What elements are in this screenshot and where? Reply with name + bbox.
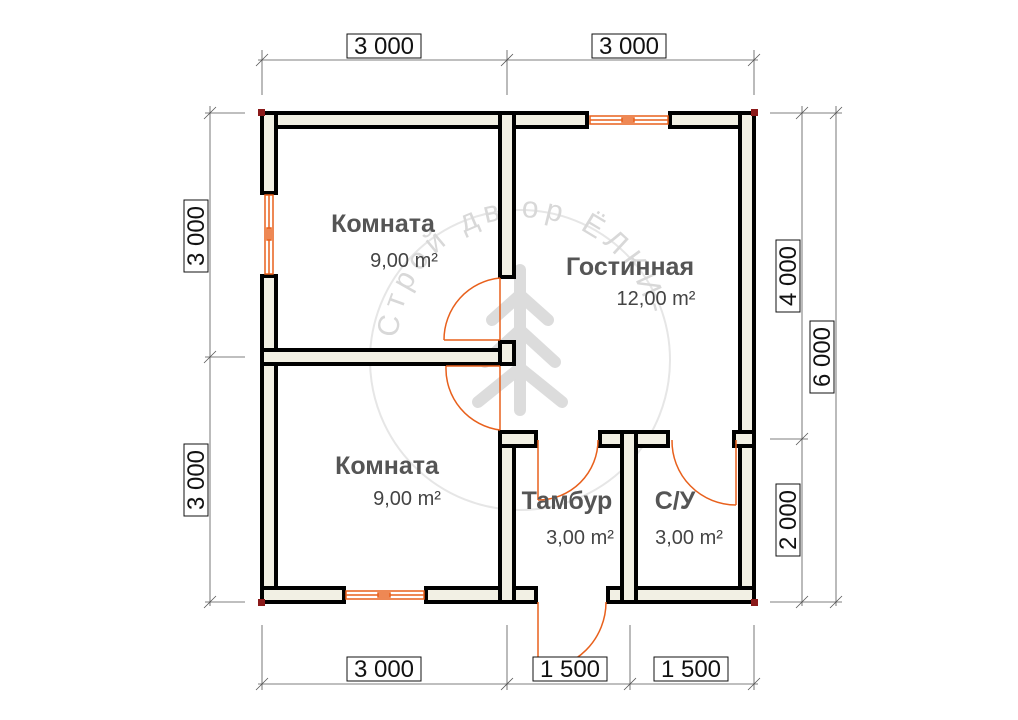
door-cu (671, 439, 737, 506)
wall-bottom-left (260, 586, 346, 604)
wall-inner-upper (498, 111, 516, 279)
wall-inner-stub (498, 340, 516, 366)
dim-right-lower: 2 000 (775, 483, 802, 557)
door-tambur-inner (537, 439, 599, 501)
svg-text:3 000: 3 000 (354, 656, 414, 683)
wall-inner-lower (498, 430, 516, 604)
dim-top-left: 3 000 (346, 33, 422, 60)
dim-left-lower: 3 000 (183, 443, 210, 517)
room-name-tambur: Тамбур (522, 487, 613, 515)
dim-bottom-left: 3 000 (346, 656, 422, 683)
svg-text:1 500: 1 500 (661, 656, 721, 683)
room-area-cu: 3,00 m² (655, 527, 723, 549)
svg-text:3 000: 3 000 (354, 33, 414, 60)
room-area-living: 12,00 m² (617, 288, 696, 310)
wall-left-upper (260, 111, 278, 195)
svg-text:6 000: 6 000 (809, 327, 836, 387)
svg-text:3 000: 3 000 (183, 450, 210, 510)
room-area-tambur: 3,00 m² (546, 527, 614, 549)
corner-marks (258, 109, 758, 606)
dim-bottom-middle: 1 500 (532, 656, 608, 683)
wall-left-lower (260, 274, 278, 604)
door-upper-room (443, 277, 501, 341)
room-name-upper-left: Комната (331, 210, 436, 238)
wall-top-left (260, 111, 589, 129)
window-top (589, 115, 669, 125)
dimension-labels: 3 000 3 000 3 000 3 000 4 000 2 000 6 00… (183, 33, 836, 683)
dim-bottom-right: 1 500 (653, 656, 729, 683)
dim-right-total: 6 000 (809, 320, 836, 394)
svg-text:2 000: 2 000 (775, 490, 802, 550)
room-area-lower-left: 9,00 m² (373, 488, 441, 510)
windows (264, 115, 669, 600)
wall-bottom-right (606, 586, 756, 604)
wall-cu-vertical (620, 430, 638, 604)
room-labels: Комната 9,00 m² Гостинная 12,00 m² Комна… (331, 210, 723, 549)
doors (443, 277, 737, 671)
room-name-living: Гостинная (566, 253, 694, 281)
room-area-upper-left: 9,00 m² (370, 250, 438, 272)
svg-text:1 500: 1 500 (540, 656, 600, 683)
wall-inner-horizontal (260, 348, 516, 366)
door-lower-room (445, 365, 501, 431)
dim-top-right: 3 000 (591, 33, 667, 60)
room-name-cu: С/У (655, 487, 696, 515)
svg-text:3 000: 3 000 (183, 206, 210, 266)
wall-bottom-mid (424, 586, 538, 604)
window-left (264, 194, 274, 275)
wall-tambur-top-left (498, 430, 538, 448)
wall-cu-right-stub (732, 430, 756, 448)
wall-right (738, 111, 756, 604)
window-bottom (345, 590, 425, 600)
svg-text:4 000: 4 000 (775, 246, 802, 306)
watermark-text: Строй дв ор ЁЛКИ-ПАЛКИ 53 (0, 0, 675, 339)
room-name-lower-left: Комната (335, 452, 440, 480)
svg-text:3 000: 3 000 (599, 33, 659, 60)
dim-left-upper: 3 000 (183, 199, 210, 273)
dimension-lines (203, 50, 843, 691)
walls (260, 111, 756, 604)
dim-right-upper: 4 000 (775, 239, 802, 313)
